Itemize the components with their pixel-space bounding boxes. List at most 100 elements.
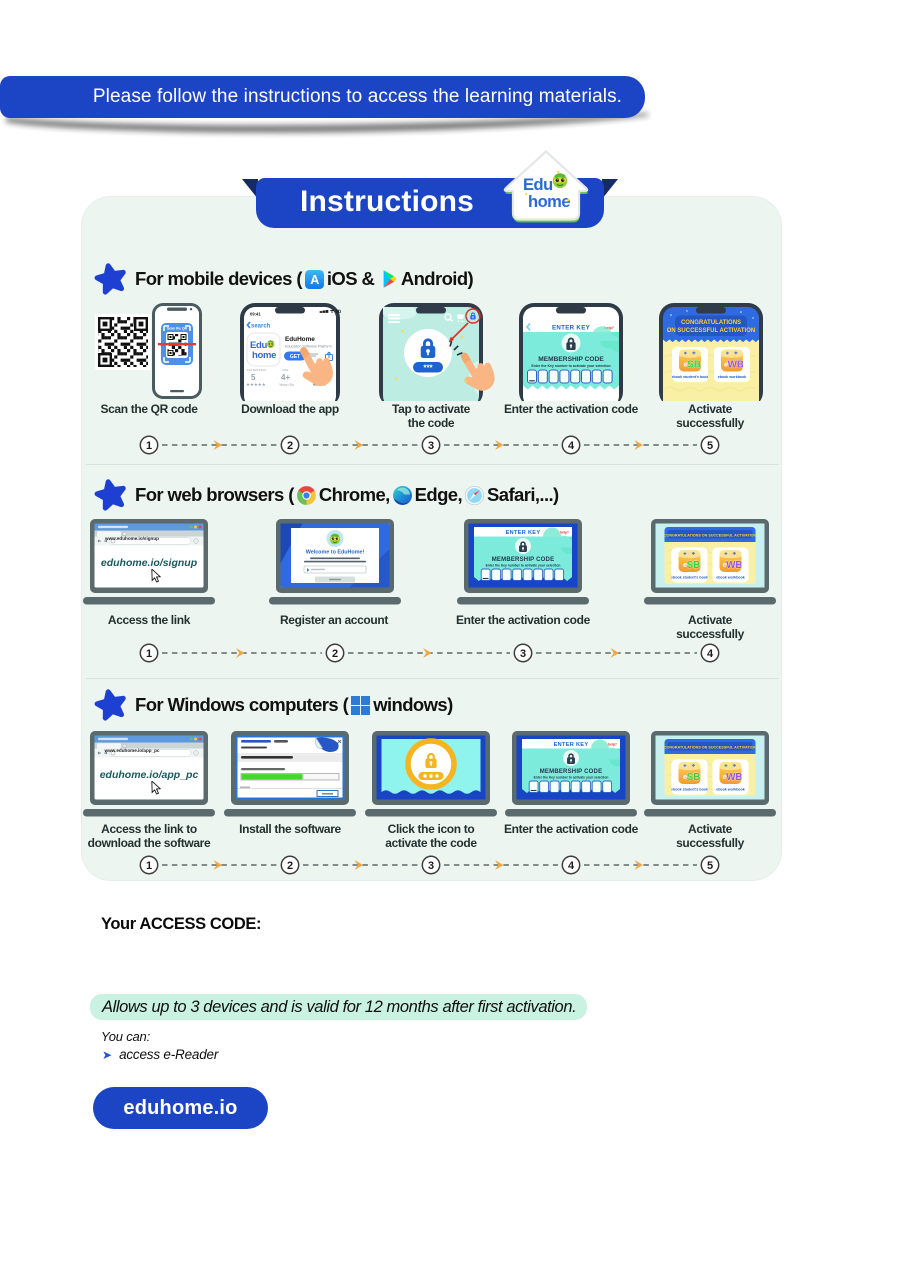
ereader-bullet: ➤ access e-Reader: [102, 1047, 218, 1062]
step-illustration-tap-activate: ***: [379, 303, 501, 401]
section-mobile-title: For mobile devices ( A iOS & Android): [135, 268, 474, 290]
instructions-card: For mobile devices ( A iOS & Android): [81, 196, 782, 881]
step-illustration-install: [224, 731, 356, 817]
svg-text:5: 5: [707, 440, 713, 452]
svg-text:4: 4: [707, 648, 714, 660]
top-banner: Please follow the instructions to access…: [0, 76, 645, 118]
eduhome-logo: Edu home: [503, 150, 589, 223]
progress-track-mobile: 1 2 3 4 5: [139, 435, 720, 455]
svg-text:1: 1: [146, 648, 152, 660]
access-code-label: Your ACCESS CODE:: [101, 915, 262, 933]
svg-text:Years Old: Years Old: [279, 383, 294, 387]
step-caption: Download the app: [241, 402, 339, 416]
step-illustration-download-software: www.eduhome.io/app_pc eduhome.io/app_pc: [83, 731, 215, 817]
svg-text:***: ***: [423, 364, 433, 373]
svg-text:EduHome: EduHome: [285, 336, 315, 343]
bullet-arrow-icon: ➤: [102, 1047, 113, 1062]
step-caption: Activate successfully: [676, 613, 744, 641]
logo-home-text: home: [528, 193, 570, 211]
step-illustration-register: Welcome to EduHome!: [269, 519, 401, 605]
svg-text:home: home: [252, 350, 276, 361]
svg-text:Welcome to EduHome!: Welcome to EduHome!: [306, 550, 365, 556]
svg-text:4: 4: [568, 440, 575, 452]
svg-text:Education Software Platform: Education Software Platform: [285, 345, 332, 349]
svg-text:A: A: [310, 273, 319, 287]
step-illustration-enter-code-web: [457, 519, 589, 605]
svg-text:AGE: AGE: [282, 368, 288, 372]
section-windows-header: For Windows computers ( windows): [94, 687, 453, 723]
svg-text:4: 4: [568, 860, 575, 872]
svg-text:1: 1: [146, 440, 152, 452]
step-caption: Enter the activation code: [504, 822, 638, 836]
step-illustration-enter-code-win: [505, 731, 637, 817]
step-caption: Click the icon to activate the code: [385, 822, 477, 850]
edge-icon: [392, 485, 412, 505]
step-caption: Tap to activate the code: [392, 402, 470, 430]
section-divider: [86, 464, 779, 465]
svg-text:search: search: [251, 324, 271, 330]
svg-text:help?: help?: [604, 326, 614, 330]
star-icon: [94, 262, 128, 296]
svg-text:3: 3: [428, 860, 434, 872]
star-icon: [94, 688, 128, 722]
section-web-title-edge: Edge,: [414, 484, 463, 505]
get-button: [284, 351, 306, 361]
section-mobile-title-ios: iOS &: [326, 268, 379, 289]
step-caption: Enter the activation code: [456, 613, 590, 627]
step-caption: Register an account: [279, 613, 389, 627]
ereader-bullet-text: access e-Reader: [119, 1047, 219, 1062]
section-windows-title-prefix: For Windows computers (: [135, 694, 349, 715]
svg-text:MEMBERSHIP CODE: MEMBERSHIP CODE: [538, 356, 604, 363]
svg-text:www.eduhome.io/signup: www.eduhome.io/signup: [104, 536, 159, 541]
svg-text:2: 2: [287, 440, 293, 452]
progress-track-windows: 1 2 3 4 5: [139, 855, 720, 875]
svg-text:3: 3: [428, 440, 434, 452]
step-caption: Activate successfully: [676, 402, 744, 430]
step-illustration-activate-web: [644, 519, 776, 605]
step-caption: Activate successfully: [676, 822, 744, 850]
svg-text:ENTER KEY: ENTER KEY: [552, 325, 591, 332]
section-mobile-title-android: Android): [400, 268, 474, 289]
step-illustration-activate-mobile: CONGRATULATIONS ON SUCCESSFUL ACTIVATION: [659, 303, 763, 401]
step-caption: Access the link to download the software: [87, 822, 211, 850]
step-caption: Scan the QR code: [100, 402, 198, 416]
svg-text:CONGRATULATIONS: CONGRATULATIONS: [681, 320, 741, 326]
section-web-title-safari: Safari,...): [487, 484, 559, 505]
section-web-title-chrome: Chrome,: [318, 484, 390, 505]
logo-edu-text: Edu: [523, 176, 553, 194]
svg-text:★★★★★: ★★★★★: [246, 382, 266, 387]
svg-text:www.eduhome.io/app_pc: www.eduhome.io/app_pc: [104, 748, 160, 753]
svg-text:123 RATINGS: 123 RATINGS: [247, 368, 266, 372]
step-caption: Install the software: [239, 822, 341, 836]
safari-icon: [465, 485, 485, 505]
svg-text:2: 2: [332, 648, 338, 660]
step-illustration-activate-win: [644, 731, 776, 817]
star-icon: [94, 478, 128, 512]
progress-track-web: 1 2 3 4: [139, 643, 720, 663]
eduhome-link-button[interactable]: eduhome.io: [93, 1087, 268, 1129]
step-illustration-click-icon: [365, 731, 497, 817]
step-illustration-access-link: www.eduhome.io/signup eduhome.io/signup: [83, 519, 215, 605]
section-web-header: For web browsers ( Chrome, Edge,: [94, 477, 559, 513]
activation-key-icon: [448, 308, 481, 343]
svg-text:09:41: 09:41: [250, 312, 261, 317]
section-web-title-prefix: For web browsers (: [135, 484, 294, 505]
section-web-title: For web browsers ( Chrome, Edge,: [135, 484, 559, 506]
validity-note: Allows up to 3 devices and is valid for …: [90, 994, 587, 1020]
svg-text:Scan the QR: Scan the QR: [167, 327, 188, 331]
section-divider: [86, 678, 779, 679]
svg-text:5: 5: [251, 373, 256, 382]
step-caption: Enter the activation code: [504, 402, 638, 416]
section-mobile-title-prefix: For mobile devices (: [135, 268, 302, 289]
step-illustration-download-app: 09:41 search Edu home EduHome Education …: [240, 303, 341, 401]
section-windows-title-label: windows): [373, 694, 453, 715]
step-caption: Access the link: [107, 613, 191, 627]
windows-icon: [351, 695, 371, 715]
svg-text:Enter the Key number to activa: Enter the Key number to activate your se…: [531, 364, 610, 368]
chrome-icon: [296, 485, 316, 505]
svg-text:1: 1: [146, 860, 152, 872]
svg-text:4+: 4+: [281, 373, 290, 382]
you-can-label: You can:: [101, 1029, 150, 1044]
section-mobile-header: For mobile devices ( A iOS & Android): [94, 261, 474, 297]
